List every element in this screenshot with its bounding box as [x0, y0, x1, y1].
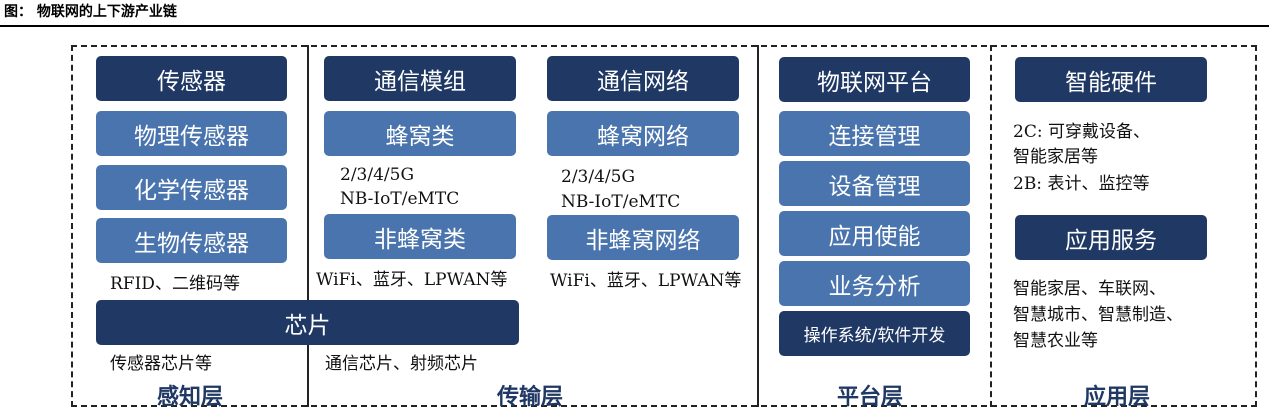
device-mgmt-box: 设备管理 [779, 161, 970, 206]
diagram-frame [71, 45, 1257, 407]
connection-mgmt-box: 连接管理 [779, 111, 970, 156]
module-cellular-box: 蜂窝类 [324, 111, 516, 156]
chip-note-right: 通信芯片、射频芯片 [325, 354, 478, 374]
app-enablement-box: 应用使能 [779, 211, 970, 256]
hardware-note-3: 2B: 表计、监控等 [1013, 174, 1150, 194]
network-noncellular-note: WiFi、蓝牙、LPWAN等 [550, 271, 742, 291]
physical-sensor-box: 物理传感器 [96, 111, 287, 156]
divider-platform-application [990, 45, 992, 407]
hardware-note-1: 2C: 可穿戴设备、 [1013, 122, 1150, 142]
figure-title: 图： 物联网的上下游产业链 [4, 4, 177, 20]
hardware-note-2: 智能家居等 [1013, 147, 1098, 167]
bio-sensor-box: 生物传感器 [96, 218, 287, 263]
application-layer-label: 应用层 [1084, 384, 1151, 410]
perception-layer-label: 感知层 [157, 384, 224, 410]
network-cellular-note-1: 2/3/4/5G [561, 167, 636, 187]
comm-network-header-box: 通信网络 [547, 56, 739, 101]
module-noncellular-box: 非蜂窝类 [324, 214, 516, 259]
transmission-layer-label: 传输层 [497, 384, 564, 410]
network-noncellular-box: 非蜂窝网络 [547, 215, 739, 260]
app-service-header-box: 应用服务 [1015, 215, 1207, 260]
smart-hardware-header-box: 智能硬件 [1015, 57, 1207, 102]
business-analysis-box: 业务分析 [779, 261, 970, 306]
sensor-header-box: 传感器 [96, 56, 287, 101]
module-cellular-note-2: NB-IoT/eMTC [340, 189, 460, 209]
service-note-1: 智能家居、车联网、 [1013, 279, 1166, 299]
title-rule [0, 25, 1269, 27]
chip-box: 芯片 [96, 300, 519, 345]
perception-note: RFID、二维码等 [110, 274, 240, 294]
comm-module-header-box: 通信模组 [324, 56, 516, 101]
service-note-2: 智慧城市、智慧制造、 [1013, 305, 1183, 325]
divider-perception-transmission [307, 45, 309, 407]
network-cellular-note-2: NB-IoT/eMTC [561, 192, 681, 212]
chemical-sensor-box: 化学传感器 [96, 165, 287, 210]
iot-platform-header-box: 物联网平台 [779, 57, 970, 102]
divider-transmission-platform [757, 45, 759, 407]
chip-note-left: 传感器芯片等 [110, 354, 212, 374]
module-cellular-note-1: 2/3/4/5G [340, 165, 415, 185]
module-noncellular-note: WiFi、蓝牙、LPWAN等 [316, 270, 508, 290]
os-software-box: 操作系统/软件开发 [779, 311, 970, 356]
network-cellular-box: 蜂窝网络 [547, 111, 739, 156]
platform-layer-label: 平台层 [837, 384, 904, 410]
service-note-3: 智慧农业等 [1013, 331, 1098, 351]
